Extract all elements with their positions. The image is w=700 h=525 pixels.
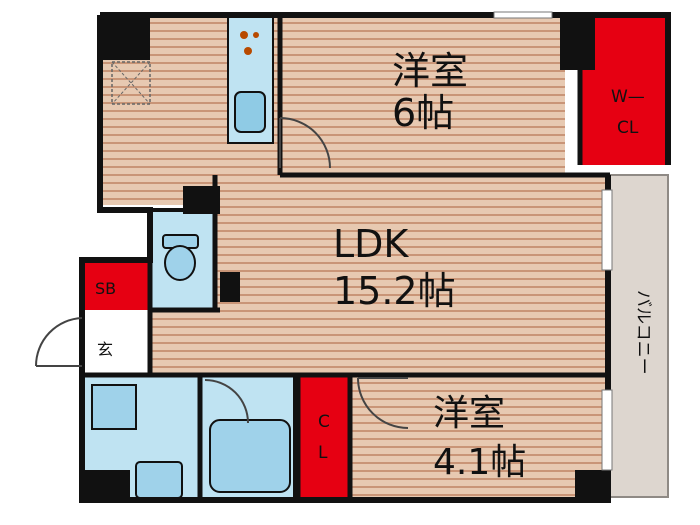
ldk-name: LDK — [333, 222, 409, 266]
balcony — [607, 174, 669, 498]
ldk-floor — [215, 175, 610, 375]
column-2 — [560, 15, 595, 70]
outer-walls — [79, 12, 671, 503]
kitchen-sink — [234, 91, 266, 133]
washing-machine — [135, 461, 183, 499]
door-entrance — [34, 317, 83, 367]
sb-storage — [82, 260, 150, 310]
sb-label: SB — [95, 279, 116, 298]
stove-burner-3 — [244, 47, 252, 55]
entrance-label: 玄 — [97, 340, 113, 359]
door-bath — [204, 379, 249, 424]
balcony-label: バルコニー — [633, 290, 653, 375]
window-balcony-2 — [601, 389, 613, 471]
hall-floor — [150, 310, 220, 375]
window-top — [493, 11, 553, 19]
entrance-floor — [82, 310, 150, 376]
western-room-2-name: 洋室 — [433, 393, 505, 434]
western-room-2-floor — [350, 375, 610, 500]
wash-basin — [91, 384, 137, 430]
western-room-2-size: 4.1帖 — [433, 442, 526, 483]
w-cl-line1: W— — [611, 87, 645, 107]
western-room-1-floor — [280, 15, 565, 175]
cl-line1: C — [318, 412, 330, 432]
ldk-size: 15.2帖 — [333, 269, 456, 313]
column-3 — [183, 186, 220, 214]
door-western1 — [279, 117, 331, 169]
western-room-1-size: 6帖 — [392, 91, 454, 135]
inner-walls — [82, 15, 610, 500]
storage-hatch-cross-1 — [111, 61, 151, 105]
window-balcony-1 — [601, 189, 613, 271]
cl-storage — [298, 375, 350, 497]
column-5 — [575, 470, 610, 500]
door-western2 — [357, 377, 409, 429]
stove-burner-1 — [240, 31, 248, 39]
column-1 — [100, 15, 150, 60]
toilet-bowl — [164, 245, 196, 281]
column-4 — [220, 272, 240, 302]
stove-burner-2 — [253, 32, 259, 38]
bathtub — [209, 419, 291, 493]
cl-line2: L — [318, 443, 328, 463]
western-room-1-name: 洋室 — [392, 49, 468, 93]
column-6 — [82, 470, 130, 500]
storage-hatch-cross-2 — [111, 61, 151, 105]
w-cl-line2: CL — [617, 118, 639, 138]
